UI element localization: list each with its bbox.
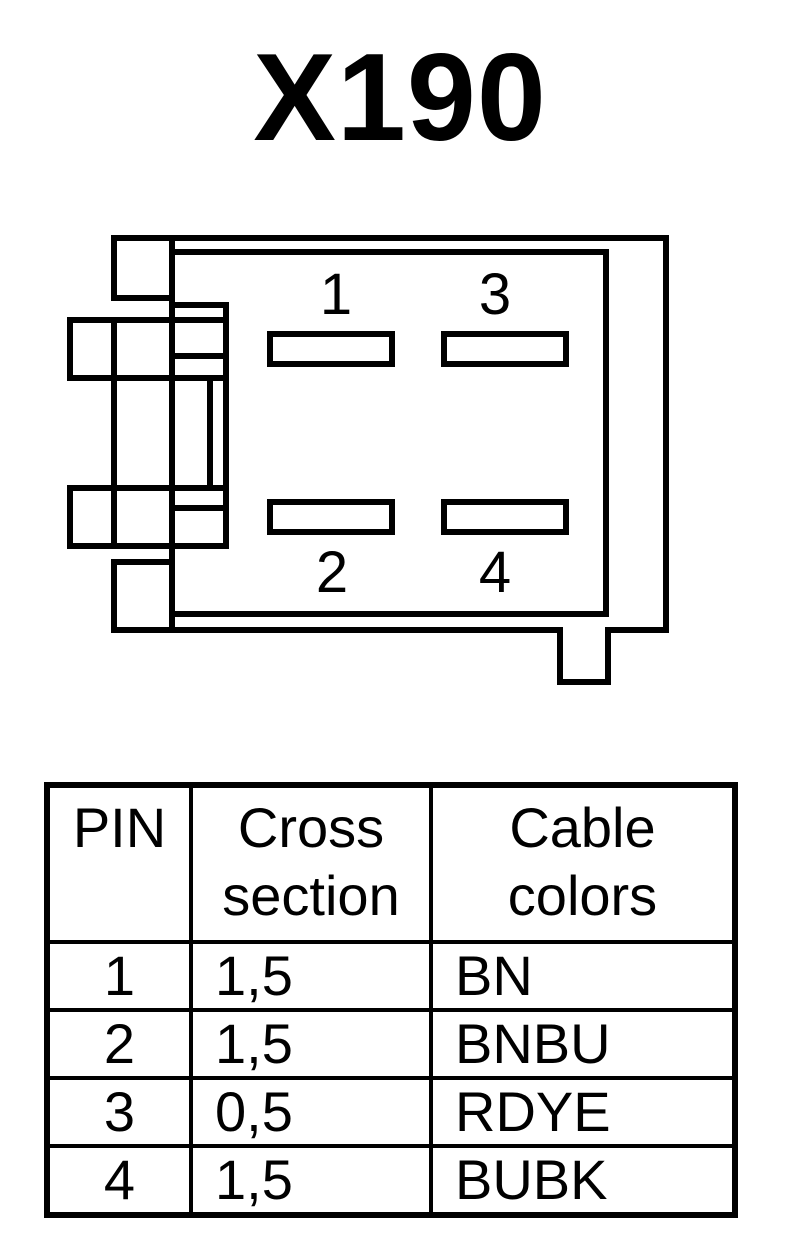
table-row: 1 1,5 BN xyxy=(45,940,737,1012)
cell-pin: 2 xyxy=(45,1008,193,1080)
header-cable-colors: Cable colors xyxy=(429,783,737,944)
cell-cable-color: BN xyxy=(429,940,737,1012)
pin-slot-3 xyxy=(441,331,569,367)
cell-cable-color: BNBU xyxy=(429,1008,737,1080)
housing-inner xyxy=(172,249,609,617)
cell-cable-color: BUBK xyxy=(429,1144,737,1217)
cell-cross-section: 1,5 xyxy=(189,1008,433,1080)
cell-cross-section: 0,5 xyxy=(189,1076,433,1148)
cell-cross-section: 1,5 xyxy=(189,1144,433,1217)
header-pin: PIN xyxy=(45,783,193,944)
pin-label-2: 2 xyxy=(316,540,348,605)
header-cross-section: Cross section xyxy=(189,783,433,944)
cell-pin: 4 xyxy=(45,1144,193,1217)
connector-diagram: 1 3 2 4 xyxy=(67,235,669,685)
cell-cross-section: 1,5 xyxy=(189,940,433,1012)
pin-label-4: 4 xyxy=(479,540,511,605)
pin-slot-1 xyxy=(267,331,395,367)
table-header-row: PIN Cross section Cable colors xyxy=(45,783,737,944)
cell-pin: 3 xyxy=(45,1076,193,1148)
pin-label-3: 3 xyxy=(479,262,511,327)
connector-title: X190 xyxy=(253,29,547,167)
latch-block-lower xyxy=(67,485,229,549)
pin-table: PIN Cross section Cable colors 1 1,5 BN … xyxy=(44,782,738,1218)
pin-slot-4 xyxy=(441,499,569,535)
cell-pin: 1 xyxy=(45,940,193,1012)
table-row: 2 1,5 BNBU xyxy=(45,1008,737,1080)
cell-cable-color: RDYE xyxy=(429,1076,737,1148)
table-row: 4 1,5 BUBK xyxy=(45,1144,737,1217)
latch-window xyxy=(172,375,213,491)
latch-block xyxy=(67,317,229,381)
table-row: 3 0,5 RDYE xyxy=(45,1076,737,1148)
pin-slot-2 xyxy=(267,499,395,535)
pin-label-1: 1 xyxy=(320,262,352,327)
